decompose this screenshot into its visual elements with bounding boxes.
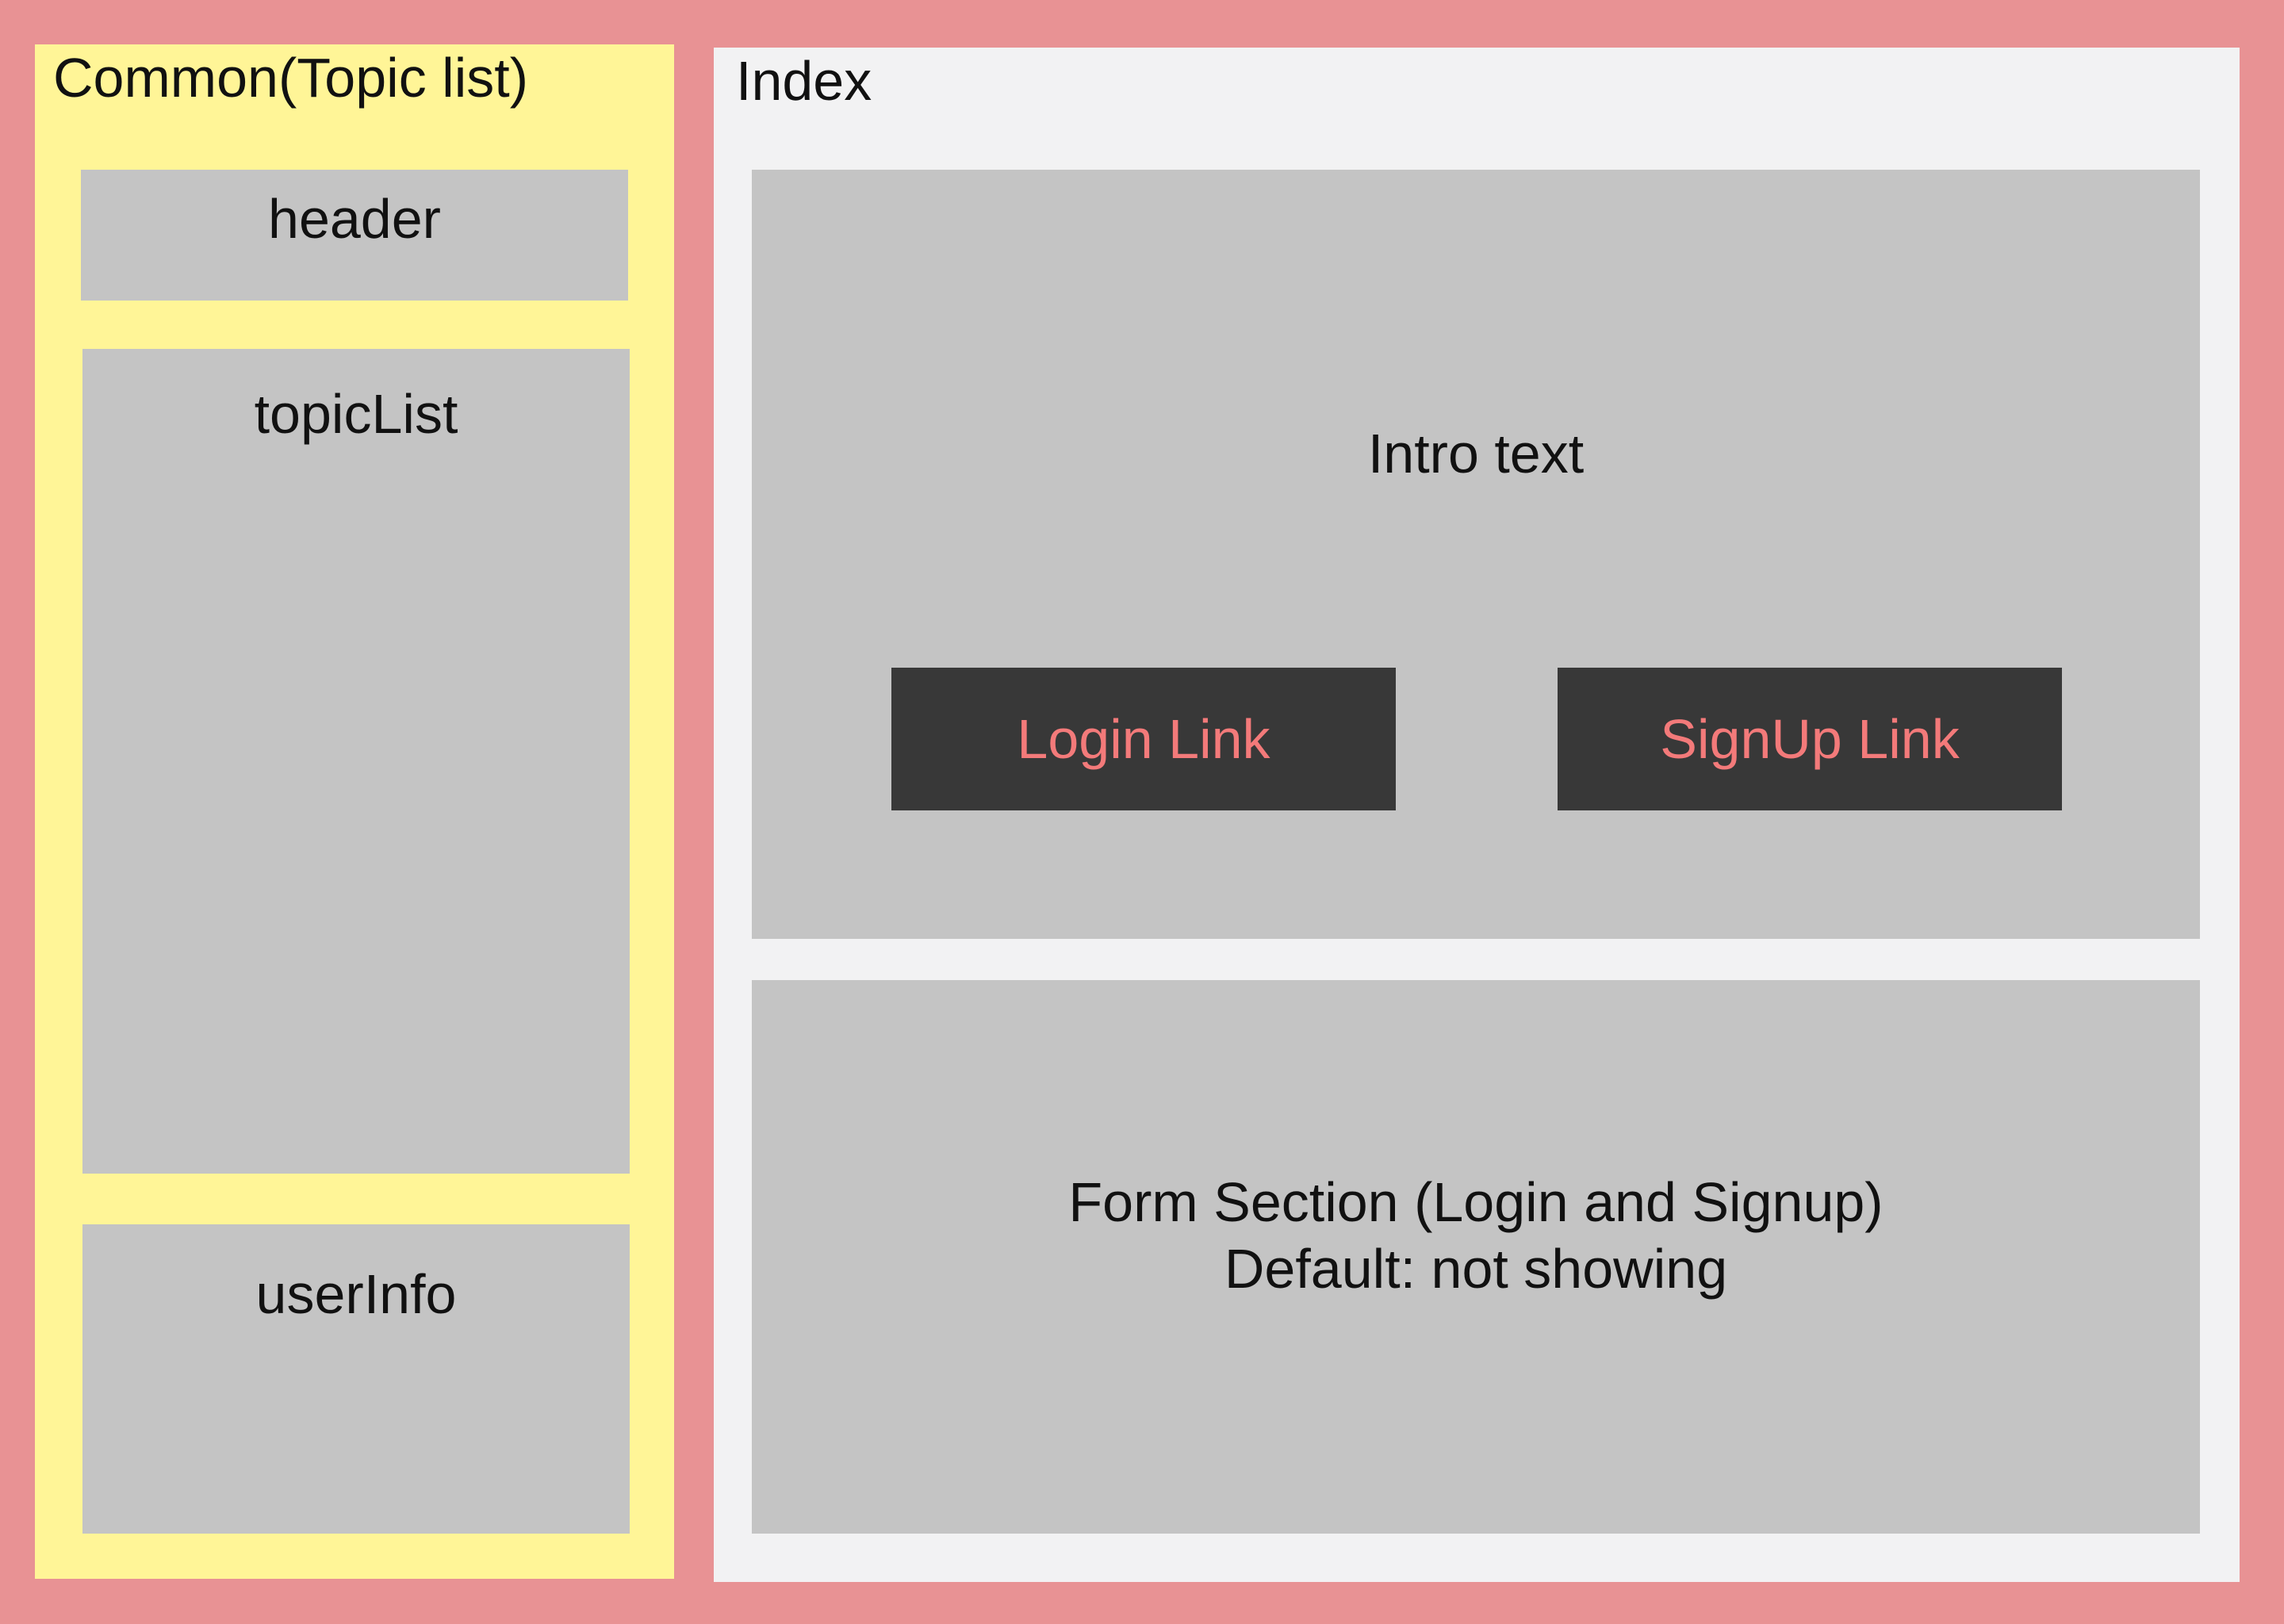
form-section: Form Section (Login and Signup) Default:…	[752, 980, 2200, 1534]
common-panel: Common(Topic list) header topicList user…	[35, 44, 674, 1579]
header-label: header	[268, 188, 441, 250]
index-panel-title: Index	[736, 50, 872, 112]
intro-text: Intro text	[1367, 423, 1585, 485]
common-panel-title: Common(Topic list)	[53, 47, 528, 109]
form-section-title: Form Section (Login and Signup)	[1068, 1171, 1884, 1233]
form-section-note: Default: not showing	[1224, 1238, 1728, 1300]
header-block: header	[81, 170, 628, 301]
signup-link-button[interactable]: SignUp Link	[1558, 668, 2062, 810]
user-info-block: userInfo	[82, 1224, 630, 1534]
topic-list-label: topicList	[254, 383, 458, 445]
intro-section: Intro text Login Link SignUp Link	[752, 170, 2200, 939]
topic-list-block: topicList	[82, 349, 630, 1174]
login-link-button[interactable]: Login Link	[891, 668, 1396, 810]
user-info-label: userInfo	[255, 1263, 457, 1325]
index-panel: Index Intro text Login Link SignUp Link …	[714, 48, 2240, 1582]
